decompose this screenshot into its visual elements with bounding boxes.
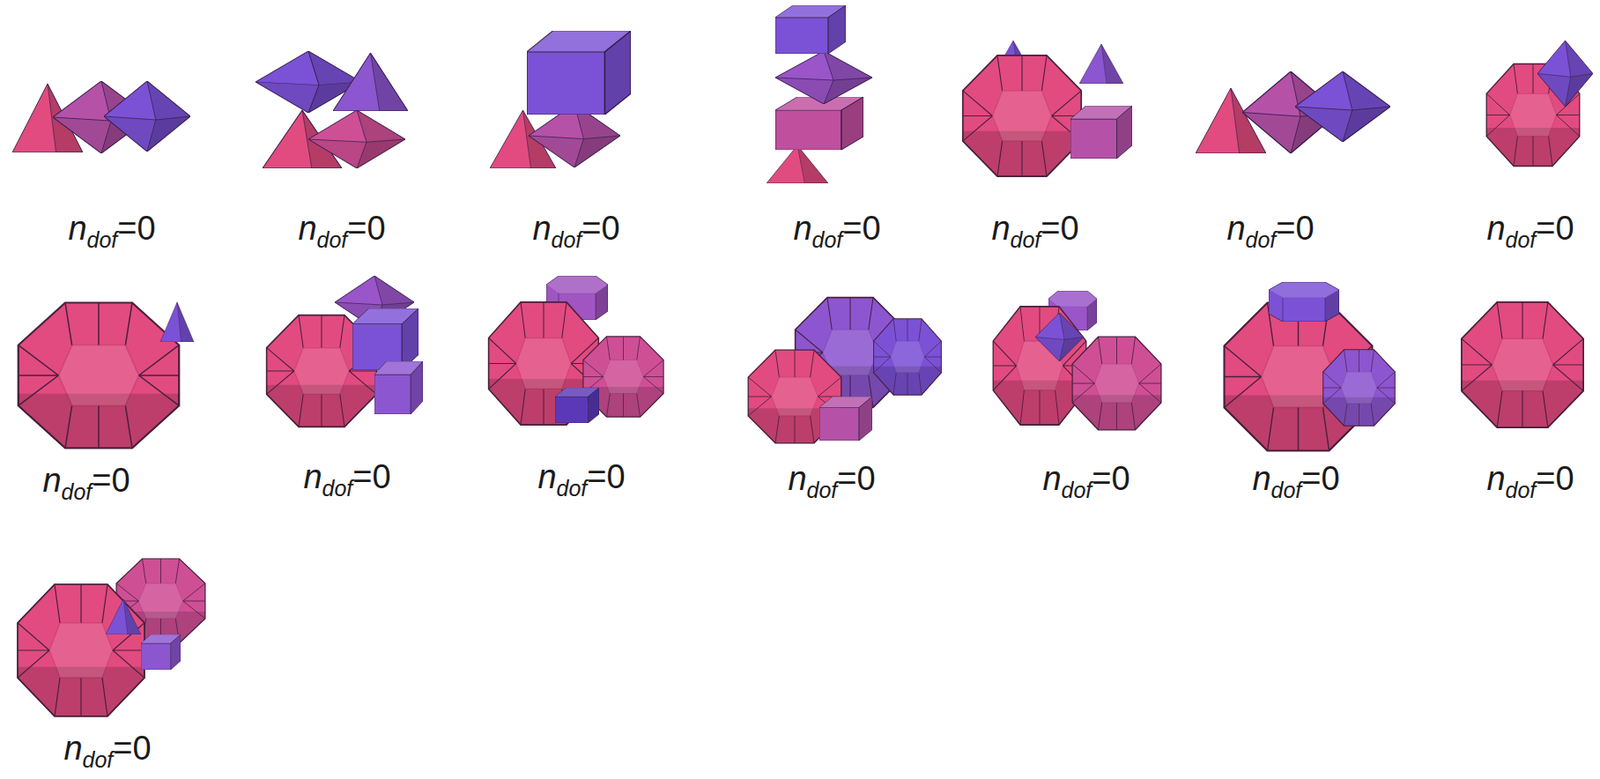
equals-zero: =0 bbox=[837, 459, 875, 497]
subscript-dof: dof bbox=[1245, 227, 1277, 252]
cluster-11 bbox=[748, 297, 941, 444]
equals-zero: =0 bbox=[91, 461, 130, 499]
subscript-dof: dof bbox=[556, 475, 588, 501]
subscript-dof: dof bbox=[1010, 227, 1042, 252]
dof-label: ndof=0 bbox=[1486, 211, 1574, 245]
dof-label: ndof=0 bbox=[532, 211, 620, 245]
equals-zero: =0 bbox=[1535, 459, 1574, 497]
symbol-n: n bbox=[1251, 459, 1271, 497]
symbol-n: n bbox=[67, 209, 87, 247]
symbol-n: n bbox=[297, 209, 317, 247]
subscript-dof: dof bbox=[1505, 477, 1537, 503]
subscript-dof: dof bbox=[61, 479, 93, 504]
symbol-n: n bbox=[787, 459, 807, 497]
symbol-n: n bbox=[1042, 459, 1061, 497]
equals-zero: =0 bbox=[117, 209, 156, 247]
cluster-13 bbox=[1224, 281, 1396, 452]
symbol-n: n bbox=[63, 729, 82, 767]
cluster-15 bbox=[17, 558, 206, 717]
subscript-dof: dof bbox=[812, 227, 844, 252]
cluster-10 bbox=[488, 275, 665, 425]
cluster-2 bbox=[255, 51, 408, 169]
subscript-dof: dof bbox=[82, 747, 114, 772]
cluster-4 bbox=[766, 5, 873, 184]
equals-zero: =0 bbox=[581, 209, 620, 247]
equals-zero: =0 bbox=[842, 209, 881, 247]
cluster-3 bbox=[489, 30, 631, 169]
dof-label: ndof=0 bbox=[1486, 461, 1574, 496]
symbol-n: n bbox=[532, 209, 551, 247]
cluster-5 bbox=[962, 40, 1133, 177]
symbol-n: n bbox=[792, 209, 812, 247]
dof-label: ndof=0 bbox=[303, 459, 391, 494]
symbol-n: n bbox=[1486, 209, 1505, 247]
subscript-dof: dof bbox=[317, 227, 349, 252]
subscript-dof: dof bbox=[1061, 477, 1093, 503]
equals-zero: =0 bbox=[1301, 459, 1340, 497]
subscript-dof: dof bbox=[87, 227, 119, 252]
subscript-dof: dof bbox=[807, 477, 838, 503]
symbol-n: n bbox=[1486, 459, 1505, 497]
dof-label: ndof=0 bbox=[297, 211, 386, 245]
subscript-dof: dof bbox=[551, 227, 583, 252]
subscript-dof: dof bbox=[1505, 227, 1537, 252]
cluster-7 bbox=[1486, 40, 1593, 167]
cluster-9 bbox=[266, 275, 423, 427]
equals-zero: =0 bbox=[1275, 209, 1314, 247]
symbol-n: n bbox=[991, 209, 1010, 247]
cluster-1 bbox=[12, 81, 191, 154]
equals-zero: =0 bbox=[1535, 209, 1574, 247]
equals-zero: =0 bbox=[1040, 209, 1079, 247]
subscript-dof: dof bbox=[322, 475, 354, 501]
dof-label: ndof=0 bbox=[1042, 461, 1130, 496]
cluster-8 bbox=[18, 302, 194, 449]
symbol-n: n bbox=[537, 458, 556, 496]
equals-zero: =0 bbox=[347, 209, 386, 247]
symbol-n: n bbox=[42, 461, 61, 499]
dof-label: ndof=0 bbox=[1226, 211, 1314, 245]
symbol-n: n bbox=[1226, 209, 1245, 247]
cluster-6 bbox=[1195, 71, 1391, 154]
dof-label: ndof=0 bbox=[42, 463, 130, 497]
cluster-12 bbox=[992, 290, 1162, 430]
dof-label: ndof=0 bbox=[63, 731, 151, 765]
subscript-dof: dof bbox=[1271, 477, 1303, 503]
dof-label: ndof=0 bbox=[787, 461, 875, 496]
dof-label: ndof=0 bbox=[537, 459, 625, 494]
equals-zero: =0 bbox=[112, 729, 151, 767]
dof-label: ndof=0 bbox=[991, 211, 1079, 245]
dof-label: ndof=0 bbox=[67, 211, 156, 245]
dof-label: ndof=0 bbox=[1251, 461, 1340, 496]
cluster-14 bbox=[1461, 302, 1584, 428]
equals-zero: =0 bbox=[352, 458, 391, 496]
equals-zero: =0 bbox=[1091, 459, 1130, 497]
symbol-n: n bbox=[303, 458, 322, 496]
equals-zero: =0 bbox=[586, 458, 625, 496]
dof-label: ndof=0 bbox=[792, 211, 881, 245]
